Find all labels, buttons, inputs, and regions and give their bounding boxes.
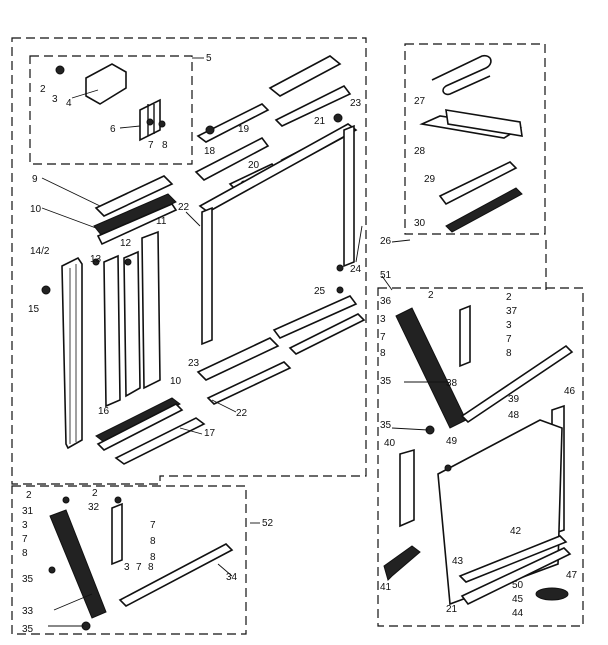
group-boundaries [11, 37, 584, 635]
label-10-a: 10 [30, 204, 42, 215]
label-2-d: 2 [26, 490, 32, 501]
label-42: 42 [510, 526, 522, 537]
label-41: 41 [380, 582, 392, 593]
bottom-center-bars [196, 295, 366, 405]
label-10-b: 10 [170, 376, 182, 387]
label-5: 5 [206, 53, 212, 64]
label-21-a: 21 [314, 116, 326, 127]
label-34: 34 [226, 572, 238, 583]
label-15: 15 [28, 304, 40, 315]
bracket-kit-parts [55, 63, 166, 142]
kit-51-outline [377, 287, 584, 627]
main-frame-group-outline [11, 37, 367, 485]
label-27: 27 [414, 96, 426, 107]
label-3-e: 3 [124, 562, 130, 573]
label-20: 20 [248, 160, 260, 171]
label-22-a: 22 [178, 202, 190, 213]
label-44: 44 [512, 608, 524, 619]
label-31: 31 [22, 506, 34, 517]
label-8-d: 8 [22, 548, 28, 559]
label-52: 52 [262, 518, 274, 529]
label-18: 18 [204, 146, 216, 157]
label-29: 29 [424, 174, 436, 185]
kit-52-outline [11, 485, 247, 635]
label-3-a: 3 [52, 94, 58, 105]
label-49: 49 [446, 436, 458, 447]
label-19: 19 [238, 124, 250, 135]
label-33: 33 [22, 606, 34, 617]
label-7-f: 7 [136, 562, 142, 573]
label-43: 43 [452, 556, 464, 567]
label-7-d: 7 [22, 534, 28, 545]
top-rails [93, 175, 178, 246]
bottom-rails-left [95, 397, 206, 465]
label-9: 9 [32, 174, 38, 185]
label-2-b: 2 [428, 290, 434, 301]
label-11: 11 [156, 216, 167, 227]
label-4: 4 [66, 98, 72, 109]
label-12: 12 [120, 238, 132, 249]
label-38: 38 [446, 378, 458, 389]
label-35-a: 35 [380, 376, 392, 387]
label-39: 39 [508, 394, 520, 405]
main-panel-frame [198, 123, 358, 346]
label-32: 32 [88, 502, 100, 513]
label-37: 37 [506, 306, 518, 317]
label-8-b: 8 [506, 348, 512, 359]
top-left-kit-outline [29, 55, 193, 165]
label-22-b: 22 [236, 408, 248, 419]
label-8-c: 8 [380, 348, 386, 359]
side-channels [41, 230, 161, 450]
label-8-f: 8 [150, 552, 156, 563]
label-47: 47 [566, 570, 578, 581]
label-7-a: 7 [148, 140, 154, 151]
label-3-d: 3 [22, 520, 28, 531]
label-23: 23 [188, 358, 200, 369]
label-16: 16 [98, 406, 110, 417]
label-51: 51 [380, 270, 392, 281]
kit-52-parts [48, 496, 234, 631]
label-14-2: 14/2 [30, 246, 50, 257]
label-2-e: 2 [92, 488, 98, 499]
label-7-c: 7 [380, 332, 386, 343]
label-45: 45 [512, 594, 524, 605]
label-46: 46 [564, 386, 576, 397]
label-24-a: 23 [350, 98, 362, 109]
label-7-b: 7 [506, 334, 512, 345]
label-40: 40 [384, 438, 396, 449]
label-25: 25 [314, 286, 326, 297]
label-17: 17 [204, 428, 216, 439]
label-24-b: 24 [350, 264, 362, 275]
label-8-a: 8 [162, 140, 168, 151]
label-8-e: 8 [150, 536, 156, 547]
label-6: 6 [110, 124, 116, 135]
label-35-b: 35 [380, 420, 392, 431]
label-35-d: 35 [22, 624, 34, 635]
label-3-b: 3 [506, 320, 512, 331]
label-30-a: 30 [414, 218, 426, 229]
part-labels: 5 2 3 4 6 7 8 18 19 20 21 23 9 10 11 22 … [22, 53, 578, 635]
label-2-c: 2 [506, 292, 512, 303]
label-2-a: 2 [40, 84, 46, 95]
label-35-c: 35 [22, 574, 34, 585]
leader-lines [41, 57, 448, 627]
kit-26-parts [419, 54, 523, 233]
label-7-e: 7 [150, 520, 156, 531]
label-21-b: 21 [446, 604, 458, 615]
kit-26-outline [404, 43, 546, 235]
label-50: 50 [512, 580, 524, 591]
label-48: 48 [508, 410, 520, 421]
label-13: 13 [90, 254, 102, 265]
label-26: 26 [380, 236, 392, 247]
label-3-c: 3 [380, 314, 386, 325]
label-36: 36 [380, 296, 392, 307]
label-28: 28 [414, 146, 426, 157]
label-8-g: 8 [148, 562, 154, 573]
kit-51-parts [383, 304, 574, 606]
